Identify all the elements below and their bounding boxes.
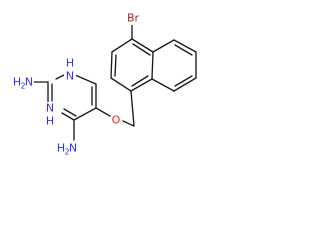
bond [61, 112, 75, 121]
bond [111, 38, 133, 53]
atom-n3: N H [44, 102, 56, 128]
atom-n3-label: N [46, 102, 54, 115]
atom-br-label: Br [127, 12, 140, 25]
bond [174, 75, 193, 87]
bond [152, 39, 175, 53]
bond [131, 75, 149, 87]
bond [151, 78, 175, 92]
atom-n3-h-label: H [46, 115, 54, 128]
bond [173, 39, 197, 53]
molecule-structure: Br O H N N H H 2 N H 2 [12, 11, 197, 157]
amine-upper-h-label: H [13, 76, 21, 89]
amine-lower-sub-label: 2 [64, 148, 69, 157]
bond [130, 90, 135, 127]
bond [174, 44, 193, 56]
bond [110, 51, 113, 79]
atom-n1-h-label: H [66, 57, 74, 70]
bond [122, 120, 135, 127]
bond [151, 51, 154, 80]
atom-amine-upper: H 2 N [12, 75, 34, 91]
bond [114, 54, 117, 77]
atom-o: O [111, 114, 122, 128]
amine-upper-n-label: N [25, 76, 33, 89]
bond [95, 107, 111, 117]
amine-lower-n-label: N [69, 142, 77, 155]
atom-br: Br [123, 11, 142, 25]
bond [173, 77, 197, 92]
amine-lower-h-label: H [57, 142, 65, 155]
bond-layer [32, 23, 197, 141]
bond [131, 38, 154, 53]
bond [73, 107, 97, 121]
atom-n1: H N [64, 57, 76, 83]
atom-amine-lower: H 2 N [56, 141, 78, 157]
bond [110, 77, 132, 92]
bond [130, 78, 153, 92]
atom-layer: Br O H N N H H 2 N H 2 [12, 11, 142, 157]
atom-n1-label: N [66, 70, 74, 83]
bond [132, 43, 151, 56]
amine-upper-sub-label: 2 [20, 82, 25, 91]
atom-o-label: O [112, 114, 121, 127]
bond [74, 74, 97, 85]
bond [63, 108, 77, 117]
